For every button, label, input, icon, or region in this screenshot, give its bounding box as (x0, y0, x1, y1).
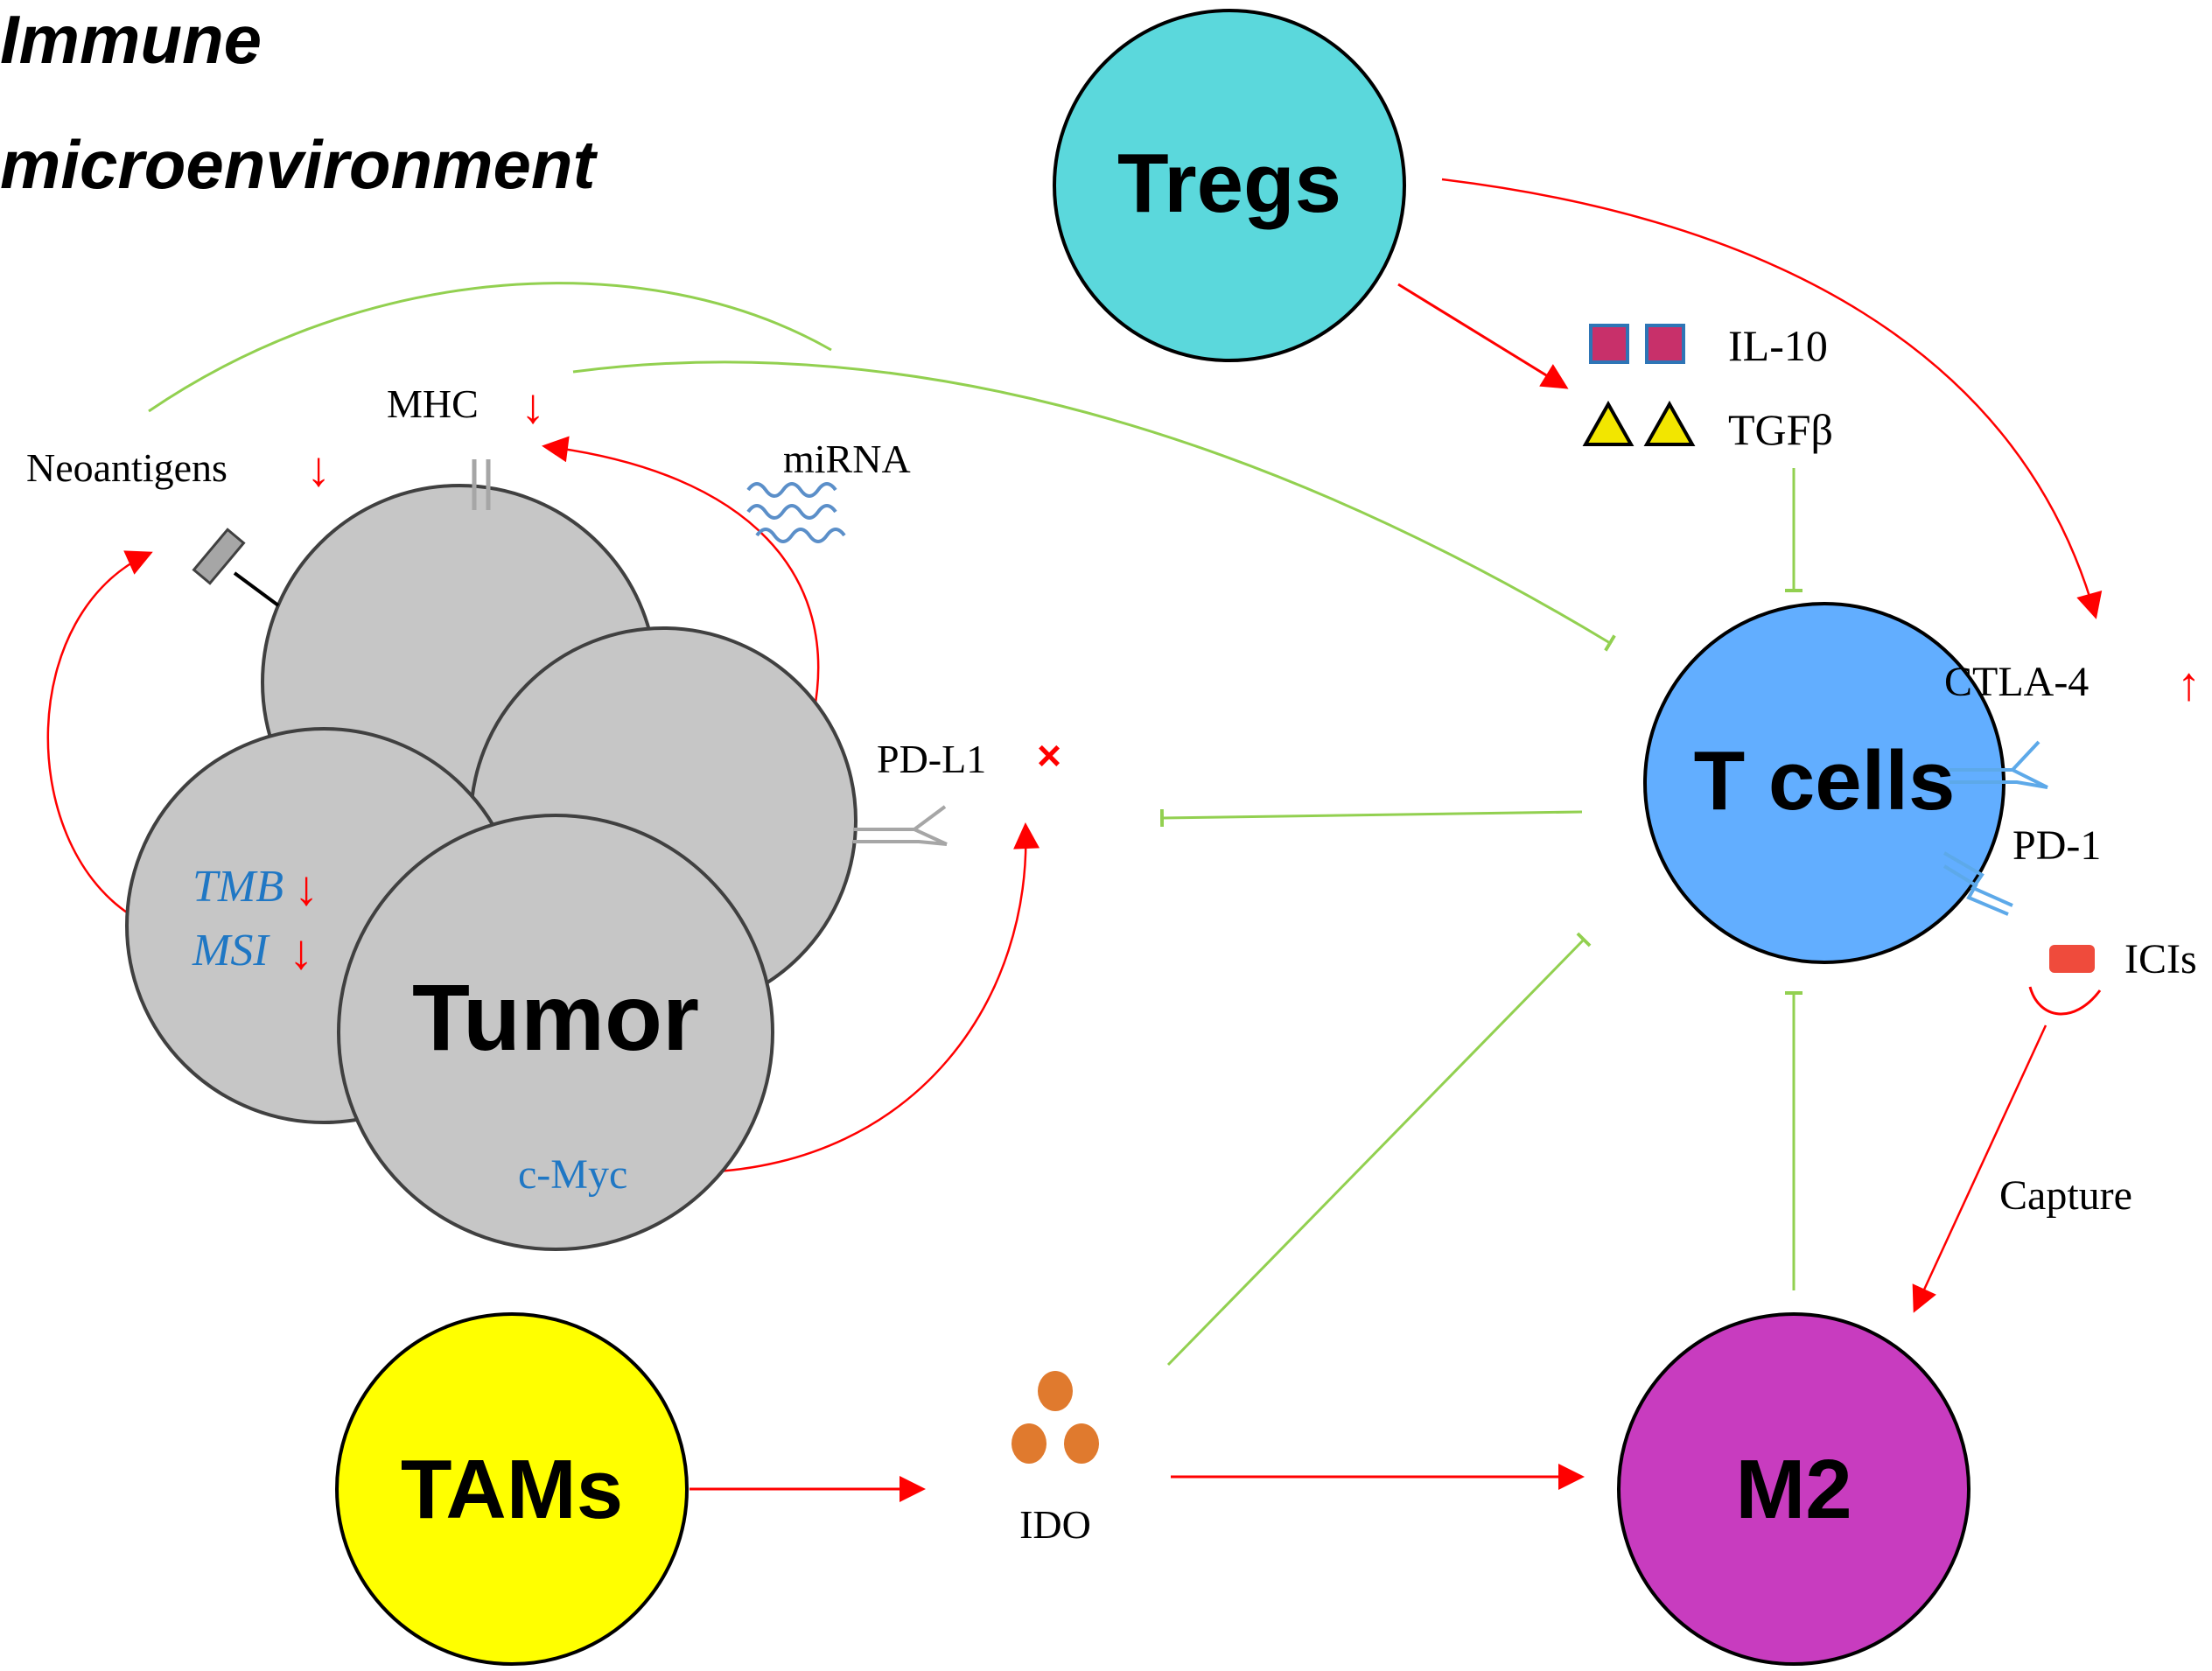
activate-edge-capture-to-m2 (1912, 1024, 2048, 1313)
pd1-label: PD-1 (2012, 822, 2101, 869)
ido-label: IDO (1019, 1502, 1091, 1547)
ctla4-label: CTLA-4 (1944, 659, 2089, 705)
mirna-icon (746, 482, 846, 543)
icis-label: ICIs (2124, 936, 2197, 982)
tumor-cluster (125, 484, 858, 1251)
node-m2 (1617, 1312, 1970, 1666)
cmyc-label: c-Myc (518, 1151, 627, 1198)
mhc-label: MHC (387, 381, 479, 426)
node-label-m2: M2 (1735, 1443, 1852, 1536)
activate-edge-tregs-to-ctla4 (1441, 178, 2103, 619)
activate-edge-tmb-to-neoantigens (46, 550, 153, 916)
mhc-down-arrow: ↓ (521, 380, 545, 434)
neoantigens-label: Neoantigens (26, 445, 228, 490)
ici-icon (2049, 945, 2095, 973)
activate-edge-tregs-to-cytokines (1397, 283, 1569, 389)
node-label-tumor: Tumor (412, 964, 699, 1070)
node-label-tams: TAMs (401, 1443, 623, 1536)
capture-label: Capture (1999, 1172, 2132, 1219)
pdl1-cross-mark: × (1037, 733, 1061, 780)
title-line-1: Immune (0, 1, 262, 78)
node-label-tregs: Tregs (1117, 136, 1341, 230)
node-tams (335, 1312, 689, 1666)
tmb-label: TMB (192, 862, 284, 912)
il10-label: IL-10 (1728, 321, 1828, 370)
neoantigens-down-arrow: ↓ (306, 443, 331, 497)
pd1-receptor-icon (1942, 851, 2013, 916)
ctla4-receptor-icon (1950, 740, 2048, 789)
ido-icon (1012, 1371, 1099, 1464)
tumor-cell-main (337, 814, 774, 1251)
node-tregs (1053, 9, 1406, 362)
pdl1-receptor-icon (853, 805, 948, 846)
tgfb-label: TGFβ (1728, 405, 1833, 454)
tmb-down-arrow: ↓ (294, 862, 318, 916)
title-line-2: microenvironment (0, 126, 598, 203)
msi-down-arrow: ↓ (289, 926, 313, 980)
inhibit-edge-neoantigens (148, 282, 832, 413)
inhibit-edge-tcells-to-pdl1 (1159, 808, 1583, 828)
neoantigen-marker-icon (192, 528, 280, 607)
ici-capture-cup-icon (2028, 986, 2102, 1016)
il10-icon (1589, 324, 1685, 364)
mirna-label: miRNA (783, 437, 911, 481)
activate-edge-cmyc-to-pdl1 (702, 822, 1040, 1174)
inhibit-edge-mhc-to-tcells (572, 360, 1616, 652)
node-label-tcells: T cells (1694, 734, 1956, 828)
pdl1-label: PD-L1 (877, 737, 986, 781)
ctla4-up-arrow: ↑ (2177, 658, 2201, 710)
activate-edge-tumor-to-mhc (542, 436, 820, 714)
msi-label: MSI (192, 926, 270, 975)
tgfb-icon (1582, 400, 1696, 446)
mhc-receptor-icon (472, 459, 491, 510)
inhibit-edge-ido-to-tcells (1166, 932, 1592, 1367)
